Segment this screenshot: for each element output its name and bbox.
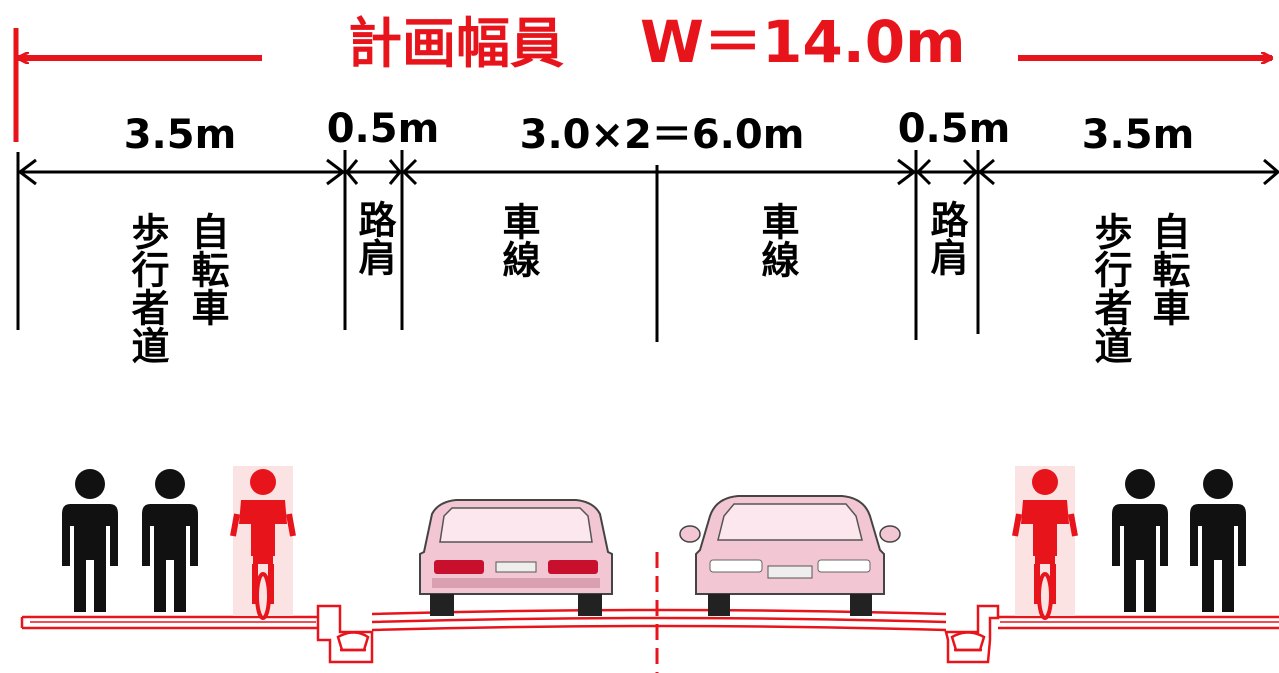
dim-right-walkway: 3.5m — [1082, 112, 1195, 158]
cyclist-icon — [1015, 466, 1075, 618]
right-walkway-col-bicycle: 自転車 — [1146, 212, 1190, 326]
dim-left-shoulder: 0.5m — [327, 106, 440, 152]
dimension-labels: 3.5m 0.5m 3.0×2＝6.0m 0.5m 3.5m — [124, 106, 1195, 158]
left-walkway-col-pedestrian: 歩行者道 — [125, 212, 169, 364]
plan-width-title: 計画幅員 — [348, 12, 564, 75]
dim-right-shoulder: 0.5m — [898, 106, 1011, 152]
left-walkway-col-bicycle: 自転車 — [185, 212, 229, 326]
lane-right-label: 車線 — [755, 202, 799, 278]
left-walkway-label: 歩行者道 自転車 — [125, 212, 229, 364]
dimension-lines — [16, 150, 1279, 342]
lane-left-label: 車線 — [496, 202, 540, 278]
right-walkway-col-pedestrian: 歩行者道 — [1088, 212, 1132, 364]
car-icon — [679, 495, 901, 617]
road-surface — [20, 604, 1279, 664]
left-shoulder-label: 路肩 — [352, 200, 396, 276]
zone-labels: 歩行者道 自転車 路肩 車線 車線 路肩 歩行者道 自転車 — [125, 200, 1190, 364]
pedestrian-icon — [62, 469, 118, 612]
car-icon — [419, 499, 613, 617]
pedestrian-icon — [1190, 469, 1246, 612]
cyclist-icon — [233, 466, 293, 618]
right-shoulder-label: 路肩 — [924, 200, 968, 276]
pedestrian-icon — [1112, 469, 1168, 612]
right-walkway-label: 歩行者道 自転車 — [1088, 212, 1190, 364]
pedestrian-icon — [142, 469, 198, 612]
dim-lanes: 3.0×2＝6.0m — [520, 112, 805, 158]
dim-left-walkway: 3.5m — [124, 112, 237, 158]
total-width-dimension: 計画幅員 W＝14.0m — [13, 8, 1272, 142]
plan-width-formula: W＝14.0m — [640, 8, 966, 76]
